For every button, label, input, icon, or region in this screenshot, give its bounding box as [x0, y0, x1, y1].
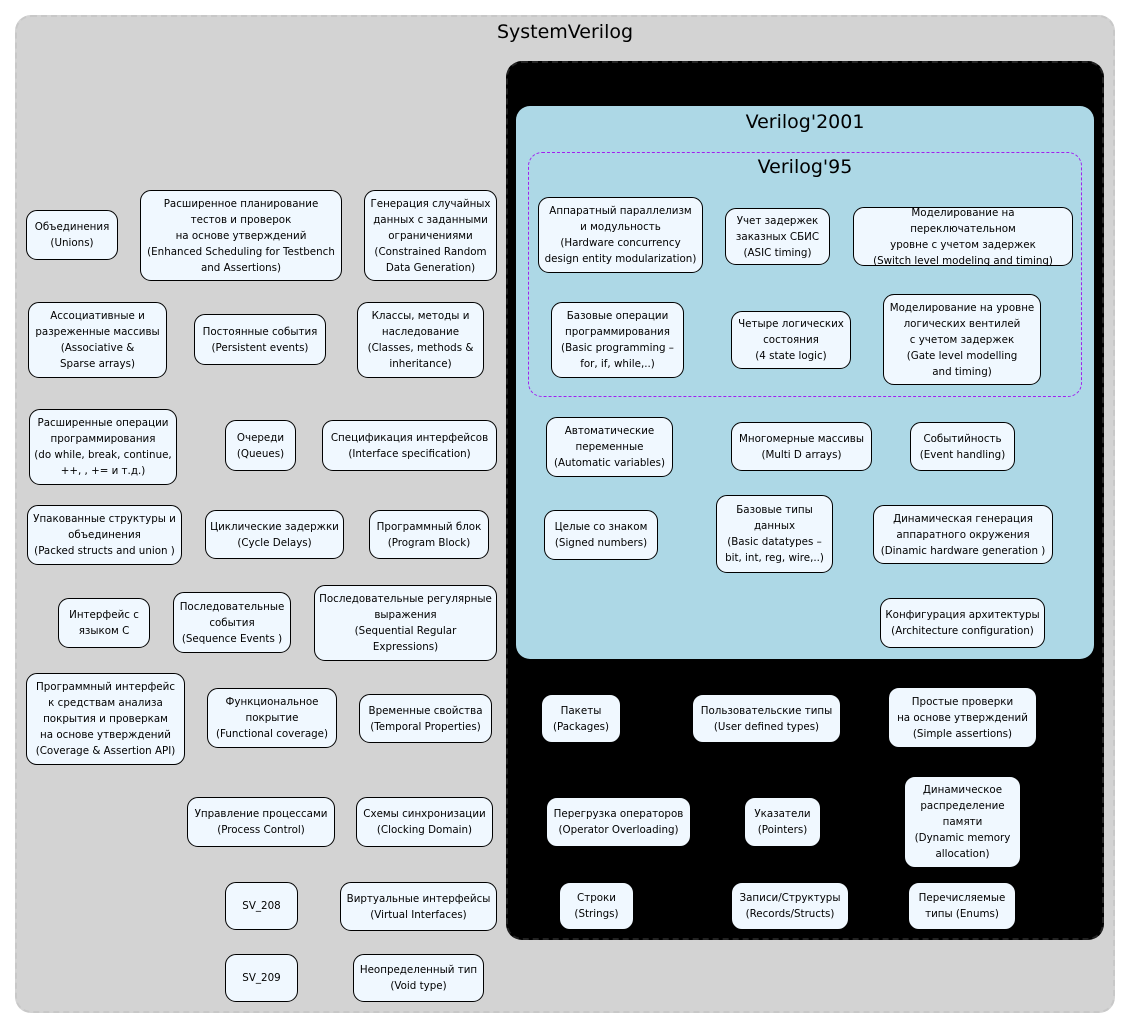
node-enhanced-scheduling: Расширенное планирование тестов и провер… — [140, 190, 342, 281]
node-unions: Объединения (Unions) — [26, 210, 118, 260]
node-asic-timing: Учет задержек заказных СБИС (ASIC timing… — [725, 208, 830, 265]
node-simple-assertions: Простые проверки на основе утверждений (… — [888, 687, 1037, 748]
node-c-interface: Интерфейс с языком С — [58, 598, 150, 648]
node-operator-overloading: Перегрузка операторов (Operator Overload… — [546, 797, 691, 847]
node-arch-config: Конфигурация архитектуры (Architecture c… — [880, 598, 1045, 648]
node-program-block: Программный блок (Program Block) — [369, 510, 489, 559]
node-event-handling: Событийность (Event handling) — [910, 422, 1015, 471]
node-clocking-domain: Схемы синхронизации (Clocking Domain) — [356, 797, 493, 847]
node-functional-coverage: Функциональное покрытие (Functional cove… — [207, 688, 337, 748]
node-enhanced-programming: Расширенные операции программирования (d… — [29, 409, 177, 485]
node-dynamic-memory: Динамическое распределение памяти (Dynam… — [904, 776, 1021, 868]
node-sv-209: SV_209 — [225, 954, 298, 1002]
systemverilog-title: SystemVerilog — [496, 21, 634, 43]
node-switch-level: Моделирование на переключательном уровне… — [853, 207, 1073, 266]
node-basic-datatypes: Базовые типы данных (Basic datatypes – b… — [716, 495, 833, 573]
node-interface-spec: Спецификация интерфейсов (Interface spec… — [322, 420, 497, 471]
node-classes: Классы, методы и наследование (Classes, … — [357, 302, 484, 378]
verilog2001-title: Verilog'2001 — [745, 111, 865, 133]
node-signed-numbers: Целые со знаком (Signed numbers) — [544, 510, 658, 560]
node-dynamic-hw-gen: Динамическая генерация аппаратного окруж… — [873, 505, 1053, 564]
node-virtual-interfaces: Виртуальные интерфейсы (Virtual Interfac… — [340, 882, 497, 931]
node-multi-d-arrays: Многомерные массивы (Multi D arrays) — [731, 422, 872, 471]
node-associative-arrays: Ассоциативные и разреженные массивы (Ass… — [28, 302, 167, 378]
node-four-state: Четыре логических состояния (4 state log… — [731, 311, 851, 369]
node-basic-programming: Базовые операции программирования (Basic… — [551, 302, 684, 378]
node-process-control: Управление процессами (Process Control) — [187, 797, 335, 847]
node-void-type: Неопределенный тип (Void type) — [353, 954, 484, 1002]
node-queues: Очереди (Queues) — [225, 420, 296, 471]
verilog95-cluster: Verilog'95 — [528, 152, 1082, 397]
node-constrained-random: Генерация случайных данных с заданными о… — [364, 190, 497, 281]
node-packed-structs: Упакованные структуры и объединения (Pac… — [27, 505, 182, 565]
node-sequence-events: Последовательные события (Sequence Event… — [173, 592, 291, 653]
node-automatic-vars: Автоматические переменные (Automatic var… — [546, 417, 673, 477]
node-pointers: Указатели (Pointers) — [744, 797, 821, 847]
node-coverage-api: Программный интерфейс к средствам анализ… — [26, 673, 185, 765]
node-packages: Пакеты (Packages) — [541, 694, 621, 743]
node-persistent-events: Постоянные события (Persistent events) — [194, 314, 326, 365]
node-sv-208: SV_208 — [225, 882, 298, 930]
node-records-structs: Записи/Структуры (Records/Structs) — [731, 882, 849, 930]
node-sequential-regex: Последовательные регулярные выражения (S… — [314, 585, 497, 661]
node-temporal-properties: Временные свойства (Temporal Properties) — [359, 694, 492, 743]
verilog95-title: Verilog'95 — [757, 156, 853, 178]
node-enums: Перечисляемые типы (Enums) — [908, 882, 1016, 930]
node-strings: Строки (Strings) — [559, 882, 634, 930]
node-hw-concurrency: Аппаратный параллелизм и модульность (Ha… — [538, 197, 703, 273]
node-gate-level: Моделирование на уровне логических венти… — [883, 294, 1041, 385]
node-user-defined-types: Пользовательские типы (User defined type… — [692, 694, 841, 743]
node-cycle-delays: Циклические задержки (Cycle Delays) — [205, 510, 344, 559]
